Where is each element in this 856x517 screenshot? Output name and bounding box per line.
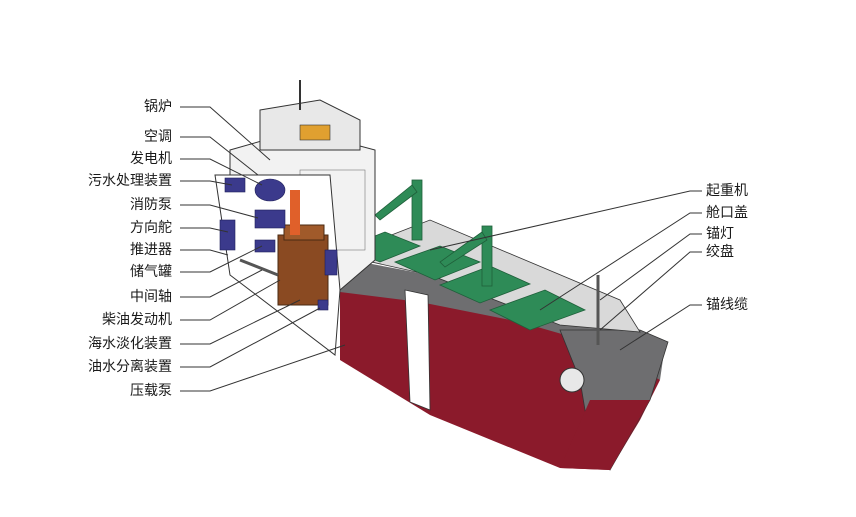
label-desalination: 海水淡化装置 — [88, 336, 172, 352]
label-winch: 绞盘 — [706, 244, 734, 260]
label-air-conditioning: 空调 — [144, 129, 172, 145]
shaft — [239, 258, 279, 277]
label-ballast-pump: 压载泵 — [130, 383, 172, 399]
label-anchor-cable: 锚线缆 — [706, 297, 748, 313]
funnel — [299, 124, 331, 141]
hull-stripe — [404, 289, 431, 411]
diesel-engine-block — [277, 234, 329, 306]
machinery-blue — [219, 177, 338, 311]
label-hatch-cover: 舱口盖 — [706, 205, 748, 221]
anchor-hawse — [559, 367, 585, 393]
leader-lines-left — [180, 106, 346, 392]
label-boiler: 锅炉 — [144, 99, 172, 115]
crane-group — [374, 179, 493, 287]
label-diesel-engine: 柴油发动机 — [102, 312, 172, 328]
label-anchor-light: 锚灯 — [706, 226, 734, 242]
label-propeller: 推进器 — [130, 242, 172, 258]
leader-lines-right — [429, 190, 702, 351]
label-generator: 发电机 — [130, 151, 172, 167]
hatch-cover-4 — [488, 289, 587, 331]
label-fire-pump: 消防泵 — [130, 197, 172, 213]
label-intermediate-shaft: 中间轴 — [130, 289, 172, 305]
label-sewage-treatment: 污水处理装置 — [88, 173, 172, 189]
label-crane: 起重机 — [706, 183, 748, 199]
label-air-reservoir: 储气罐 — [130, 264, 172, 280]
hull-upper-band — [340, 258, 665, 380]
exhaust-pipe — [290, 190, 300, 235]
label-rudder: 方向舵 — [130, 220, 172, 236]
label-oil-water-separator: 油水分离装置 — [88, 359, 172, 375]
bow-red — [560, 400, 650, 470]
